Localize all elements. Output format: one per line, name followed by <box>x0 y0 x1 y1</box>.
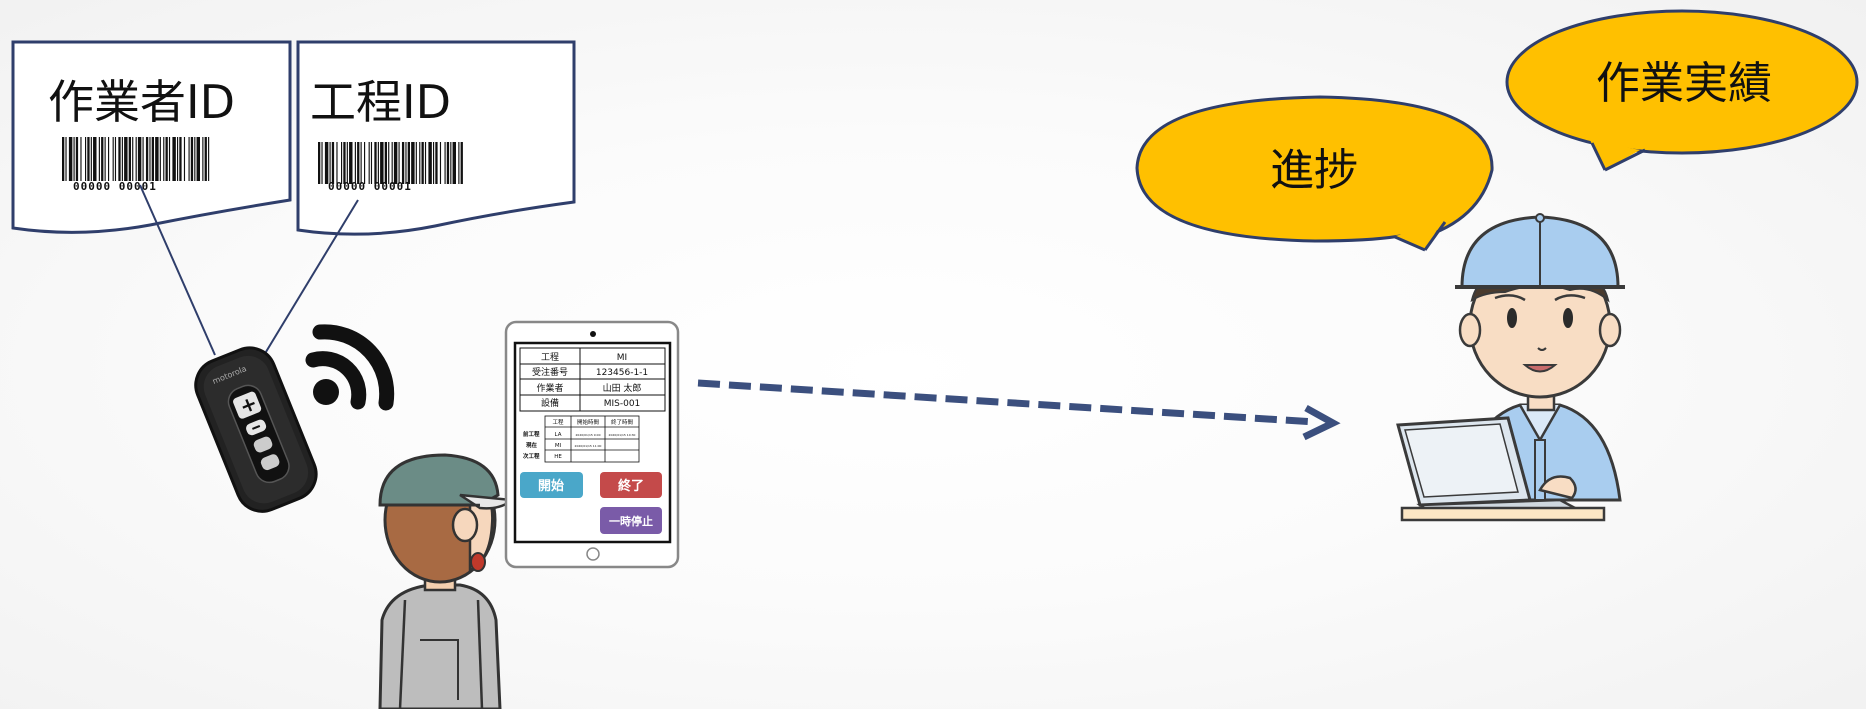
info-key: 作業者 <box>536 382 563 394</box>
process-id-label: 工程ID <box>310 75 451 129</box>
scan-line <box>254 199 359 371</box>
info-value: 山田 太郎 <box>603 382 642 394</box>
col-header: 開始時間 <box>577 418 600 426</box>
wireless-signal-icon <box>305 324 395 411</box>
svg-text:終了: 終了 <box>618 478 644 494</box>
row-label: 前工程 <box>523 430 540 438</box>
row-start: 2020/01/15 9:00 <box>576 433 601 437</box>
row-end: 2020/01/15 10:30 <box>609 433 636 437</box>
bubble-results-text: 作業実績 <box>1596 58 1772 109</box>
bubble-progress-text: 進捗 <box>1270 145 1358 196</box>
info-key: 工程 <box>541 352 559 363</box>
worker-id-label: 作業者ID <box>48 75 235 129</box>
data-flow-arrow <box>697 379 1341 441</box>
row-start: 2020/01/15 11:00 <box>575 444 602 448</box>
info-value: 123456-1-1 <box>596 368 648 378</box>
tablet-device: 工程 MI 受注番号 123456-1-1 作業者 山田 太郎 設備 MIS-0… <box>504 320 680 569</box>
info-key: 設備 <box>541 397 559 409</box>
speech-bubble-progress: 進捗 <box>1135 95 1494 252</box>
col-header: 終了時間 <box>611 418 634 426</box>
barcode-icon <box>62 137 210 181</box>
office-worker-illustration <box>1396 213 1625 522</box>
end-button[interactable]: 終了 <box>600 472 662 498</box>
desk <box>1400 506 1606 522</box>
col-header: 工程 <box>552 418 564 426</box>
speech-bubble-work-results: 作業実績 <box>1505 9 1859 172</box>
pause-button[interactable]: 一時停止 <box>600 507 662 534</box>
process-schedule-table: 工程 開始時間 終了時間 前工程 LA 2020/01/15 9:00 2020… <box>523 415 640 463</box>
barcode-icon <box>318 142 463 184</box>
svg-text:開始: 開始 <box>538 478 564 494</box>
row-process: MI <box>555 443 562 449</box>
barcode-card-worker-id: 作業者ID 00000 00001 <box>11 40 292 234</box>
start-button[interactable]: 開始 <box>520 472 583 498</box>
svg-text:一時停止: 一時停止 <box>609 514 653 528</box>
info-value: MI <box>617 353 627 363</box>
row-process: HE <box>554 454 562 460</box>
info-key: 受注番号 <box>532 366 568 378</box>
scan-line <box>139 184 216 356</box>
barcode-number: 00000 00001 <box>328 180 412 193</box>
info-value: MIS-001 <box>604 399 641 409</box>
order-info-table: 工程 MI 受注番号 123456-1-1 作業者 山田 太郎 設備 MIS-0… <box>519 347 666 412</box>
row-label: 現在 <box>526 441 538 449</box>
barcode-scanner: motorola + <box>194 346 318 513</box>
row-process: LA <box>555 432 562 438</box>
barcode-card-process-id: 工程ID 00000 00001 <box>296 40 576 236</box>
camera-dot <box>590 331 596 337</box>
row-label: 次工程 <box>523 452 540 460</box>
field-worker-illustration <box>378 453 516 709</box>
barcode-number: 00000 00001 <box>73 180 157 193</box>
home-button[interactable] <box>586 547 600 561</box>
